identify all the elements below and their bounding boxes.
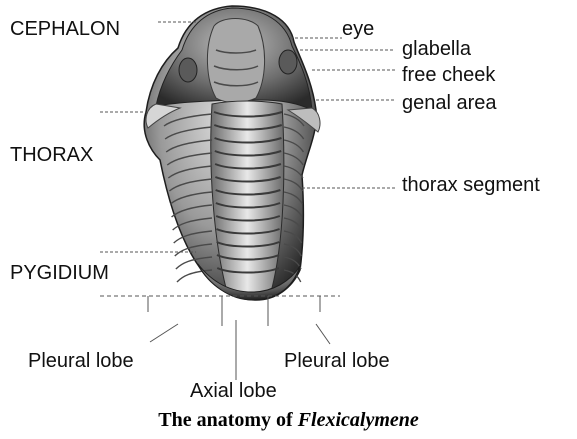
label-thorax-segment: thorax segment xyxy=(402,174,540,196)
label-cephalon: CEPHALON xyxy=(10,18,120,40)
caption-prefix: The anatomy of xyxy=(158,409,297,431)
label-free-cheek: free cheek xyxy=(402,64,495,86)
right-eye xyxy=(279,50,297,74)
label-genal-area: genal area xyxy=(402,92,497,114)
label-eye: eye xyxy=(342,18,374,40)
label-pleural-lobe-right: Pleural lobe xyxy=(284,350,390,372)
figure-caption: The anatomy of Flexicalymene xyxy=(0,408,577,432)
label-pleural-lobe-left: Pleural lobe xyxy=(28,350,134,372)
caption-species: Flexicalymene xyxy=(298,409,419,431)
label-thorax: THORAX xyxy=(10,144,93,166)
label-pygidium: PYGIDIUM xyxy=(10,262,109,284)
label-axial-lobe: Axial lobe xyxy=(190,380,277,402)
left-eye xyxy=(179,58,197,82)
glabella xyxy=(207,19,264,103)
label-glabella: glabella xyxy=(402,38,471,60)
